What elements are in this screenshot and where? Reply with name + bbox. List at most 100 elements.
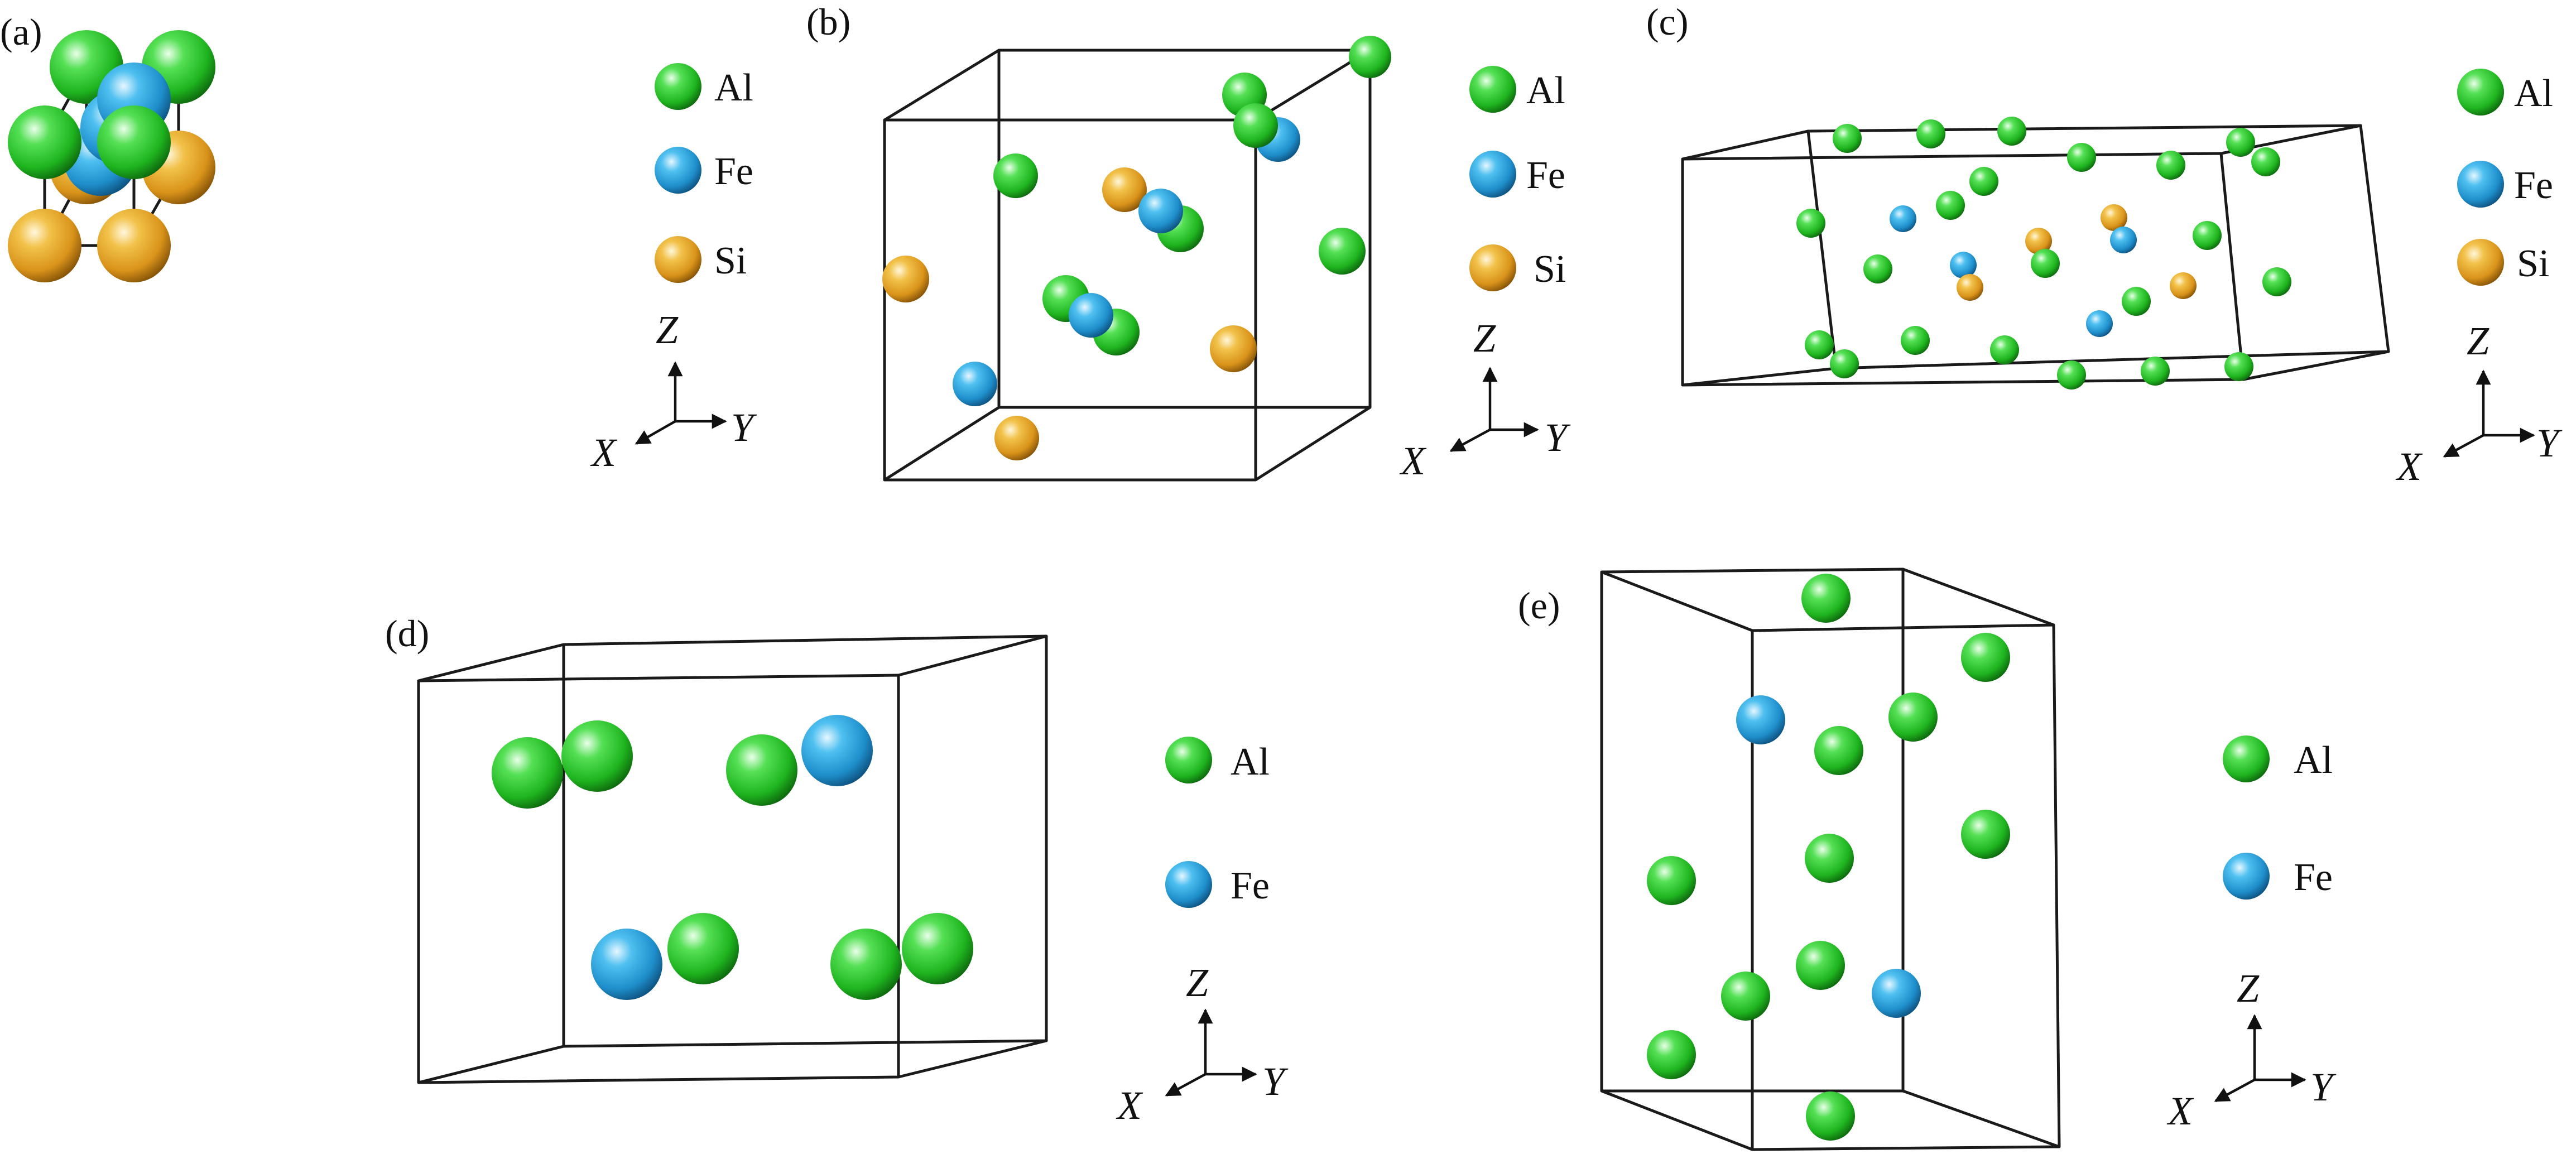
atom-si bbox=[1102, 167, 1147, 212]
atom-si bbox=[1957, 274, 1983, 301]
atom-al bbox=[902, 913, 973, 984]
legend-label-fe: Fe bbox=[1231, 864, 1270, 907]
atom-si bbox=[97, 209, 171, 282]
axis-triad-c: Z Y X bbox=[2395, 319, 2563, 489]
atom-al bbox=[2262, 267, 2291, 296]
axis-triad-b: Z Y X bbox=[1399, 316, 1571, 483]
atom-al bbox=[1647, 1030, 1696, 1079]
legend-label-fe: Fe bbox=[1526, 154, 1565, 197]
atom-al bbox=[1916, 119, 1945, 148]
atom-al bbox=[1647, 856, 1696, 905]
atom-al bbox=[2226, 128, 2255, 157]
axis-label-y: Y bbox=[1545, 415, 1571, 460]
atom-al bbox=[2193, 221, 2222, 250]
legend-label-fe: Fe bbox=[2514, 164, 2553, 207]
axis-label-x: X bbox=[1116, 1083, 1143, 1128]
atom-al bbox=[1349, 36, 1391, 78]
atom-fe bbox=[2110, 227, 2137, 253]
atoms-b bbox=[882, 36, 1391, 460]
legend-swatch-al bbox=[1165, 737, 1212, 783]
panel-label-c: (c) bbox=[1646, 1, 1688, 43]
atom-si bbox=[994, 416, 1039, 460]
legend-label-al: Al bbox=[1231, 741, 1270, 783]
legend-swatch-al bbox=[2223, 735, 2270, 782]
atoms-e bbox=[1647, 574, 2010, 1141]
axis-triad-a: Z Y X bbox=[590, 307, 757, 475]
atom-al bbox=[1961, 810, 2010, 859]
atom-al bbox=[1814, 726, 1863, 775]
atom-fe bbox=[1872, 969, 1921, 1018]
atom-al bbox=[2224, 352, 2253, 381]
atoms-d bbox=[492, 715, 973, 1000]
legend-label-al: Al bbox=[714, 66, 753, 109]
legend-b: Al Fe Si bbox=[1469, 66, 1566, 291]
axis-label-y: Y bbox=[731, 405, 757, 450]
atom-al bbox=[1997, 117, 2026, 146]
atom-al bbox=[2251, 147, 2280, 176]
atom-si bbox=[8, 209, 81, 282]
panel-a: (a) Al Fe Si bbox=[0, 11, 757, 475]
panel-c: (c) bbox=[1646, 1, 2563, 489]
atom-al bbox=[830, 929, 902, 1000]
atom-al bbox=[1888, 693, 1938, 742]
atom-al bbox=[726, 734, 797, 806]
atoms-c bbox=[1796, 117, 2291, 390]
legend-label-fe: Fe bbox=[714, 150, 753, 193]
atom-fe bbox=[953, 362, 997, 406]
legend-d: Al Fe bbox=[1165, 737, 1270, 908]
atom-fe bbox=[1950, 252, 1977, 278]
atom-al bbox=[2122, 287, 2151, 316]
atom-al bbox=[2156, 151, 2185, 180]
atom-al bbox=[1990, 335, 2019, 364]
axis-triad-e: Z Y X bbox=[2166, 966, 2337, 1133]
atom-al bbox=[1806, 1092, 1855, 1141]
atom-fe bbox=[801, 715, 873, 786]
axis-label-x: X bbox=[2395, 444, 2423, 489]
atom-al bbox=[492, 737, 563, 809]
legend-label-al: Al bbox=[2514, 72, 2553, 115]
unit-cell-d bbox=[417, 634, 1048, 1084]
legend-swatch-al bbox=[1469, 66, 1516, 113]
legend-swatch-fe bbox=[1165, 861, 1212, 908]
legend-label-si: Si bbox=[714, 239, 747, 282]
atom-al bbox=[8, 105, 81, 179]
axis-label-x: X bbox=[590, 430, 618, 475]
atom-al bbox=[1833, 124, 1862, 153]
axis-label-z: Z bbox=[1186, 960, 1209, 1005]
axis-label-z: Z bbox=[2237, 966, 2260, 1011]
panel-b: (b) Al Fe bbox=[806, 1, 1571, 483]
legend-swatch-si bbox=[2457, 239, 2504, 286]
legend-c: Al Fe Si bbox=[2457, 69, 2553, 286]
atom-fe bbox=[591, 929, 662, 1000]
atom-al bbox=[1805, 834, 1854, 883]
panel-d: (d) Al Fe Z Y X bbox=[385, 612, 1289, 1128]
atom-al bbox=[1796, 941, 1845, 990]
atom-al bbox=[1863, 254, 1892, 283]
axis-label-z: Z bbox=[656, 307, 679, 352]
atoms-a bbox=[8, 30, 215, 282]
atom-al bbox=[1721, 972, 1770, 1021]
atom-al bbox=[667, 913, 739, 984]
atom-al bbox=[1969, 167, 1998, 196]
axis-triad-d: Z Y X bbox=[1116, 960, 1289, 1128]
legend-label-fe: Fe bbox=[2294, 856, 2333, 899]
panel-label-b: (b) bbox=[806, 1, 850, 43]
atom-fe bbox=[2086, 310, 2113, 337]
legend-swatch-al bbox=[655, 63, 701, 110]
axis-label-x: X bbox=[1399, 439, 1427, 483]
axis-label-y: Y bbox=[1262, 1059, 1289, 1104]
atom-al bbox=[1936, 191, 1965, 220]
atom-al bbox=[2057, 360, 2086, 390]
atom-al bbox=[1801, 574, 1851, 623]
axis-label-x: X bbox=[2166, 1089, 2194, 1133]
legend-label-al: Al bbox=[1526, 69, 1565, 112]
atom-al bbox=[1901, 326, 1930, 355]
legend-swatch-fe bbox=[2457, 161, 2504, 208]
atom-si bbox=[882, 256, 929, 302]
legend-swatch-si bbox=[1469, 244, 1516, 291]
atom-fe bbox=[1890, 205, 1916, 232]
legend-swatch-fe bbox=[2223, 853, 2270, 900]
atom-al bbox=[561, 720, 633, 792]
unit-cell-b bbox=[883, 49, 1372, 482]
